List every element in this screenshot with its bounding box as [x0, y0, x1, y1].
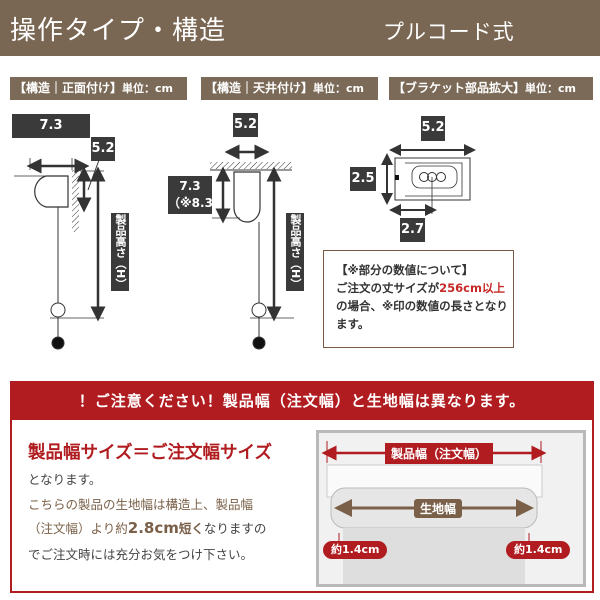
note-text-2: の場合、※印の数値の長さとなります。	[336, 299, 508, 331]
right-gap-label: 約1.4cm	[506, 541, 571, 559]
product-width-label: 製品幅（注文幅）	[385, 443, 494, 464]
page-title: 操作タイプ・構造	[10, 16, 227, 46]
warning-heading: 製品幅サイズ＝ご注文幅サイズ	[28, 443, 272, 463]
text: なりますの	[203, 521, 267, 536]
dim-front-depth: 5.2	[91, 137, 115, 161]
ceiling-mount-diagram	[210, 144, 294, 350]
unit-text: 単位：cm	[313, 82, 364, 95]
height-label-ceiling: 製品高さ（H）	[286, 213, 304, 291]
header: 操作タイプ・構造 プルコード式	[0, 0, 600, 56]
warning-box: ！ご注意ください！製品幅（注文幅）と生地幅は異なります。 製品幅サイズ＝ご注文幅…	[10, 381, 594, 593]
note-title: 【※部分の数値について】	[336, 263, 474, 277]
page-subtitle: プルコード式	[383, 20, 515, 44]
product-photo: 製品幅（注文幅） 生地幅 約1.4cm 約1.4cm	[316, 430, 586, 587]
warning-banner: ！ご注意ください！製品幅（注文幅）と生地幅は異なります。	[12, 383, 592, 420]
text: （注文幅）より約	[28, 521, 128, 536]
text-emph: 2.8cm	[127, 519, 179, 537]
structure-diagrams	[14, 144, 476, 350]
warning-line: こちらの製品の生地幅は構造上、製品幅	[28, 497, 254, 512]
front-mount-diagram	[14, 158, 106, 350]
height-label-front: 製品高さ（H）	[111, 213, 129, 291]
dim-ceiling-depth: 7.3（※8.3）	[168, 176, 225, 214]
section-label-front: 【構造｜正面付け】単位：cm	[10, 77, 187, 100]
left-gap-label: 約1.4cm	[323, 541, 388, 559]
warning-line: となります。	[28, 472, 102, 487]
section-label-bracket: 【ブラケット部品拡大】単位：cm	[389, 77, 593, 100]
warning-line: （注文幅）より約2.8cm短くなりますの	[28, 518, 266, 537]
note-box: 【※部分の数値について】 ご注文の丈サイズが256cm以上の場合、※印の数値の長…	[323, 250, 514, 348]
label-text: 【構造｜正面付け】	[14, 81, 123, 95]
unit-text: 単位：cm	[122, 82, 173, 95]
dim-bracket-height: 2.5	[350, 167, 376, 191]
fabric-width-label: 生地幅	[414, 499, 463, 518]
unit-text: 単位：cm	[525, 82, 576, 95]
section-label-ceiling: 【構造｜天井付け】単位：cm	[201, 77, 378, 100]
note-highlight: 256cm以上	[439, 281, 505, 295]
dim-bracket-width: 5.2	[421, 116, 445, 141]
dim-front-width: 7.3（※8.3）	[12, 114, 90, 157]
label-text: 【ブラケット部品拡大】	[393, 81, 526, 95]
dim-bracket-offset: 2.7	[400, 218, 425, 242]
warning-line: でご注文時には充分お気をつけ下さい。	[28, 547, 254, 562]
label-text: 【構造｜天井付け】	[205, 81, 314, 95]
bracket-diagram	[381, 144, 476, 216]
dim-ceiling-width: 5.2	[233, 113, 258, 137]
text-emph: 短く	[178, 521, 204, 536]
note-text: ご注文の丈サイズが	[336, 281, 440, 295]
